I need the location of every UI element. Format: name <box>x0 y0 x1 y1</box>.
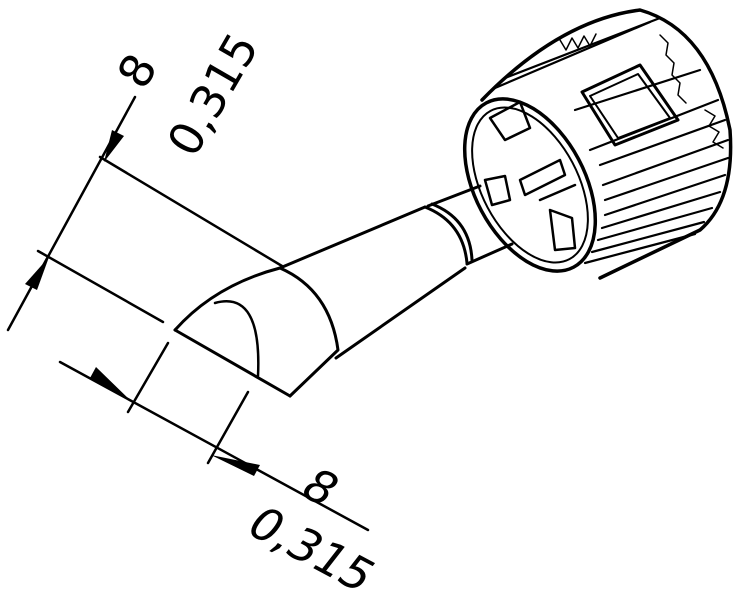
window-square <box>580 63 680 147</box>
arrowhead-icon <box>211 455 260 476</box>
bottom-dimension <box>58 341 370 532</box>
knurled-nut <box>462 8 733 280</box>
shaft <box>278 184 514 360</box>
chisel-tip <box>173 266 340 398</box>
top-dimension <box>6 95 284 332</box>
arrowhead-icon <box>25 257 49 290</box>
spider-clip <box>483 100 577 252</box>
arrowhead-icon <box>104 130 124 162</box>
knurl-teeth <box>559 33 724 149</box>
arrowhead-icon <box>90 367 133 403</box>
